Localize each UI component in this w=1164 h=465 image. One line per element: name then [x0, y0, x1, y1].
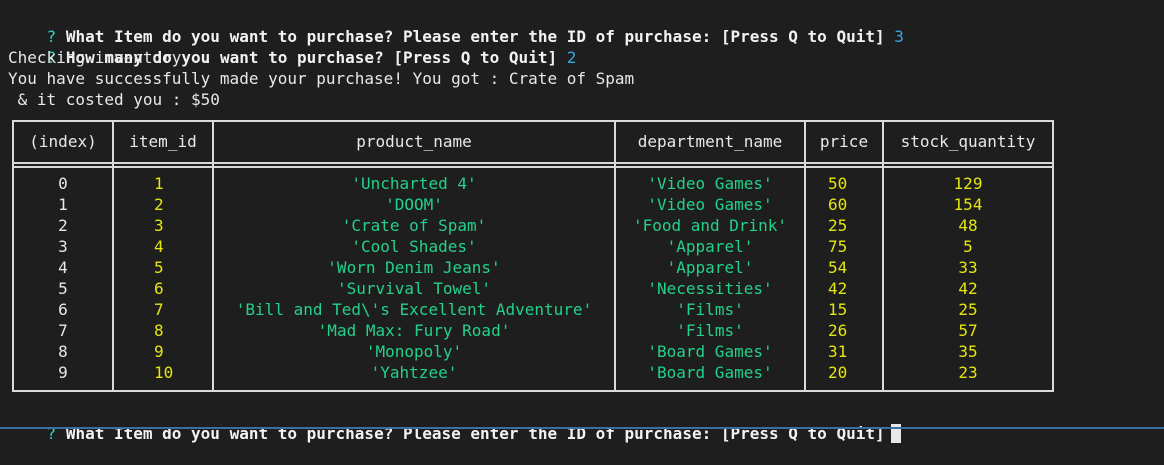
prompt-answer: 3: [894, 27, 904, 46]
cell-department-name: 'Films': [676, 300, 744, 319]
header-item-id: item_id: [129, 132, 197, 151]
cell-product-name: 'Uncharted 4': [351, 174, 477, 193]
cell-stock-quantity: 48: [958, 216, 978, 235]
cell-item-id: 6: [154, 279, 164, 298]
cell-price: 60: [828, 195, 848, 214]
cell-index: 2: [58, 216, 68, 235]
inventory-table: (index) item_id product_name department_…: [12, 120, 1054, 392]
cell-index: 9: [58, 363, 68, 382]
window-bottom-border: [0, 427, 1164, 429]
cell-stock-quantity: 42: [958, 279, 978, 298]
cell-department-name: 'Necessities': [647, 279, 773, 298]
header-index: (index): [29, 132, 97, 151]
prompt-answer: 2: [566, 48, 577, 67]
cell-stock-quantity: 129: [953, 174, 983, 193]
prompt-line-current[interactable]: ? What Item do you want to purchase? Ple…: [8, 402, 901, 443]
cell-product-name: 'Survival Towel': [336, 279, 492, 298]
header-department-name: department_name: [637, 132, 783, 151]
cell-price: 54: [828, 258, 848, 277]
cell-price: 42: [828, 279, 848, 298]
cell-stock-quantity: 57: [958, 321, 978, 340]
header-stock-quantity: stock_quantity: [900, 132, 1036, 151]
column-divider: [882, 122, 884, 390]
column-divider: [614, 122, 616, 390]
cell-stock-quantity: 35: [958, 342, 978, 361]
header-price: price: [819, 132, 869, 151]
cell-price: 50: [828, 174, 848, 193]
cell-item-id: 4: [154, 237, 164, 256]
cell-department-name: 'Video Games': [647, 195, 773, 214]
cell-department-name: 'Board Games': [647, 342, 773, 361]
cell-stock-quantity: 5: [963, 237, 973, 256]
prompt-text: What Item do you want to purchase? Pleas…: [65, 27, 885, 46]
cell-product-name: 'Worn Denim Jeans': [327, 258, 501, 277]
cell-index: 3: [58, 237, 68, 256]
prompt-line-quantity: ? How many do you want to purchase? [Pre…: [8, 26, 577, 67]
cell-item-id: 2: [154, 195, 164, 214]
header-separator: [14, 162, 1052, 164]
cell-product-name: 'Crate of Spam': [341, 216, 487, 235]
prompt-line-item: ? What Item do you want to purchase? Ple…: [8, 5, 904, 46]
cell-item-id: 5: [154, 258, 164, 277]
cell-index: 7: [58, 321, 68, 340]
cell-product-name: 'Cool Shades': [351, 237, 477, 256]
cell-price: 25: [828, 216, 848, 235]
terminal-window[interactable]: ? What Item do you want to purchase? Ple…: [0, 0, 1164, 443]
cell-index: 5: [58, 279, 68, 298]
cell-index: 1: [58, 195, 68, 214]
cell-item-id: 3: [154, 216, 164, 235]
cell-product-name: 'Bill and Ted\'s Excellent Adventure': [235, 300, 593, 319]
cell-product-name: 'Yahtzee': [370, 363, 458, 382]
cell-department-name: 'Video Games': [647, 174, 773, 193]
cell-stock-quantity: 23: [958, 363, 978, 382]
prompt-marker: ?: [46, 48, 57, 67]
cell-item-id: 7: [154, 300, 164, 319]
cell-department-name: 'Food and Drink': [632, 216, 788, 235]
column-divider: [804, 122, 806, 390]
cell-index: 0: [58, 174, 68, 193]
header-product-name: product_name: [356, 132, 472, 151]
cell-price: 75: [828, 237, 848, 256]
cell-department-name: 'Apparel': [666, 258, 754, 277]
cell-product-name: 'Mad Max: Fury Road': [317, 321, 511, 340]
cell-item-id: 1: [154, 174, 164, 193]
cell-product-name: 'DOOM': [385, 195, 443, 214]
purchase-cost-text: & it costed you : $50: [8, 90, 220, 109]
prompt-marker: ?: [46, 27, 57, 46]
cell-department-name: 'Films': [676, 321, 744, 340]
header-separator: [14, 166, 1052, 168]
cell-item-id: 8: [154, 321, 164, 340]
cell-stock-quantity: 25: [958, 300, 978, 319]
cell-item-id: 9: [154, 342, 164, 361]
cell-product-name: 'Monopoly': [365, 342, 463, 361]
checking-inventory-text: Checking inventory...: [8, 48, 211, 67]
cell-price: 26: [828, 321, 848, 340]
cell-stock-quantity: 154: [953, 195, 983, 214]
cell-department-name: 'Apparel': [666, 237, 754, 256]
cell-price: 31: [828, 342, 848, 361]
prompt-text: How many do you want to purchase? [Press…: [65, 48, 558, 67]
cell-price: 20: [828, 363, 848, 382]
cell-index: 6: [58, 300, 68, 319]
cell-item-id: 10: [154, 363, 174, 382]
cell-index: 8: [58, 342, 68, 361]
column-divider: [112, 122, 114, 390]
cell-index: 4: [58, 258, 68, 277]
cell-stock-quantity: 33: [958, 258, 978, 277]
purchase-success-text: You have successfully made your purchase…: [8, 69, 635, 88]
column-divider: [212, 122, 214, 390]
cell-price: 15: [828, 300, 848, 319]
cell-department-name: 'Board Games': [647, 363, 773, 382]
